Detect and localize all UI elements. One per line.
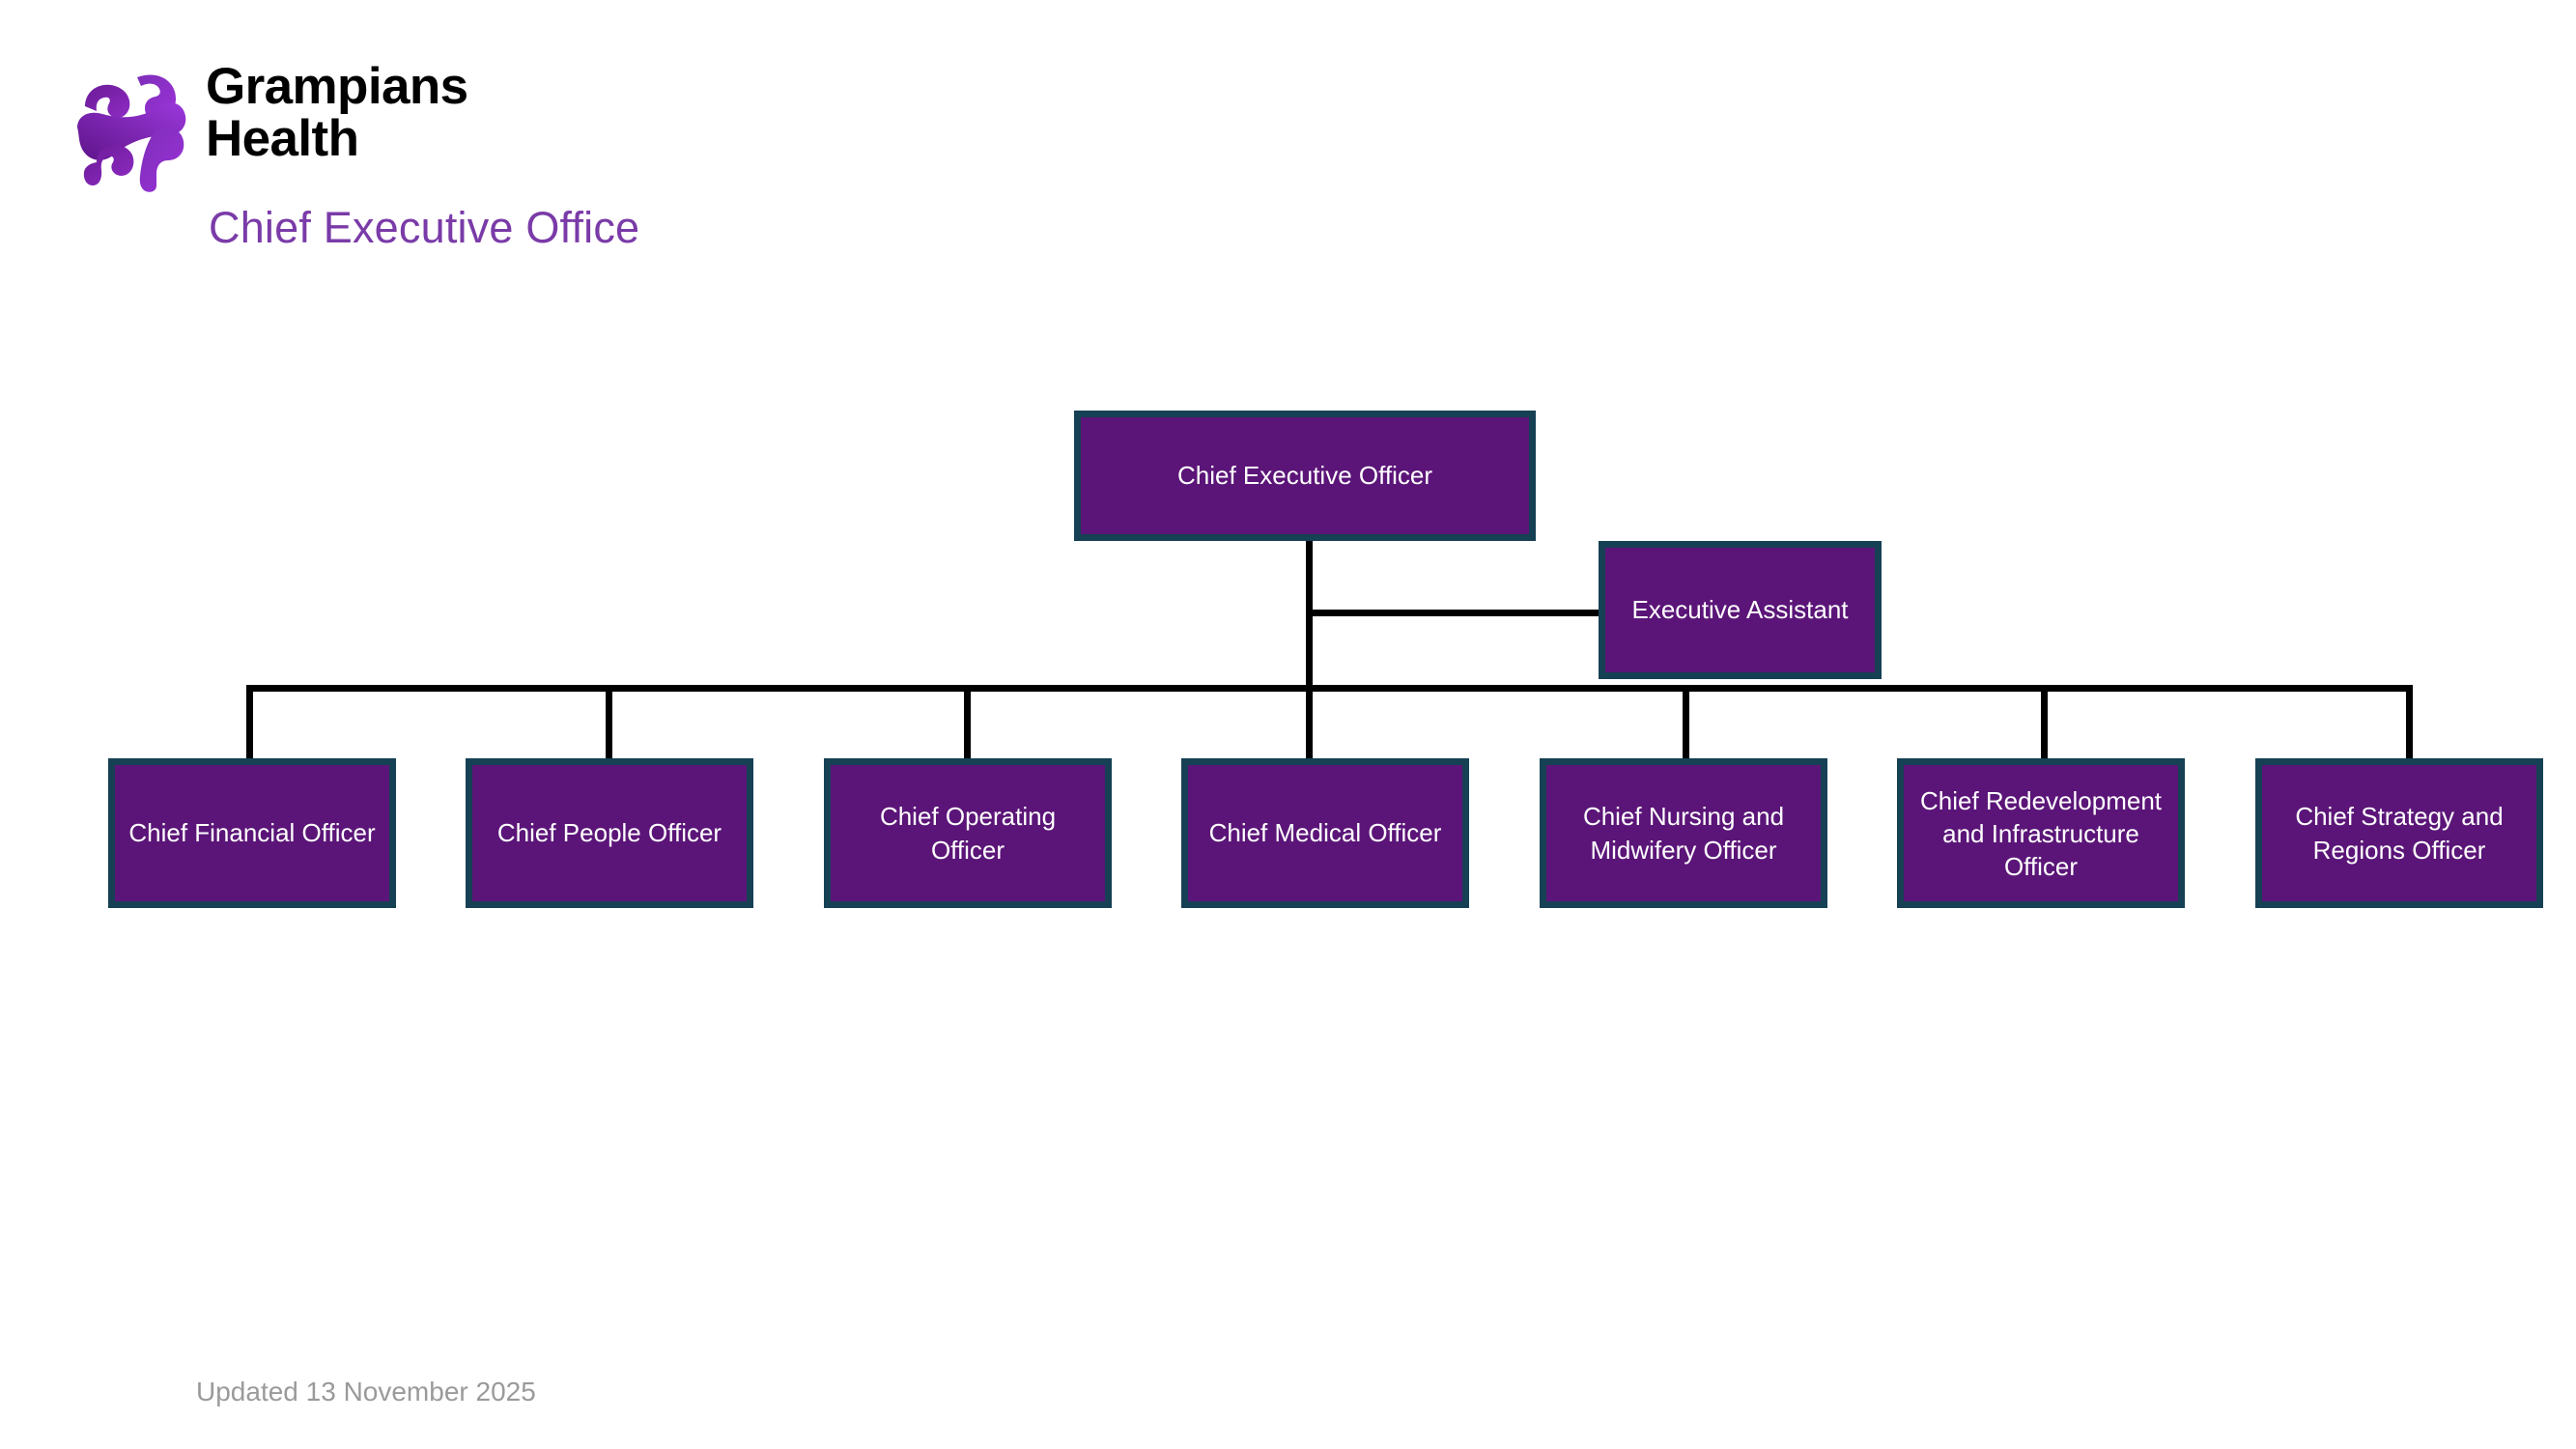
node-label: Chief Executive Officer — [1177, 461, 1432, 490]
node-label: Chief Nursing and Midwifery Officer — [1582, 801, 1785, 865]
node-label: Chief Medical Officer — [1208, 818, 1442, 847]
brand-name-line2: Health — [206, 110, 359, 167]
node-chief-operating-officer[interactable]: Chief Operating Officer — [824, 758, 1112, 908]
node-chief-executive-officer[interactable]: Chief Executive Officer — [1074, 411, 1536, 541]
connector-bus — [246, 685, 2413, 692]
node-chief-strategy-and-regions-officer[interactable]: Chief Strategy and Regions Officer — [2255, 758, 2543, 908]
node-chief-people-officer[interactable]: Chief People Officer — [466, 758, 753, 908]
connector-drop-cfo — [246, 685, 253, 770]
node-label: Chief Operating Officer — [879, 801, 1057, 865]
connector-drop-csro — [2406, 685, 2413, 770]
connector-drop-cpo — [606, 685, 612, 770]
node-executive-assistant[interactable]: Executive Assistant — [1599, 541, 1882, 679]
node-label: Chief Financial Officer — [128, 818, 376, 847]
node-label: Executive Assistant — [1631, 595, 1849, 624]
page-header: Grampians Health Chief Executive Office — [0, 0, 2576, 290]
node-chief-financial-officer[interactable]: Chief Financial Officer — [108, 758, 396, 908]
page-title: Chief Executive Office — [209, 203, 640, 252]
node-label: Chief Strategy and Regions Officer — [2295, 801, 2504, 865]
node-chief-redevelopment-and-infrastructure-officer[interactable]: Chief Redevelopment and Infrastructure O… — [1897, 758, 2185, 908]
brand-wordmark: Grampians Health — [206, 61, 708, 165]
node-label: Chief Redevelopment and Infrastructure O… — [1919, 785, 2163, 881]
node-label: Chief People Officer — [496, 818, 722, 847]
brand-name-line1: Grampians — [206, 58, 468, 115]
connector-drop-coo — [964, 685, 971, 770]
connector-ceo-to-ea — [1306, 610, 1605, 616]
connector-drop-cnmo — [1683, 685, 1689, 770]
connector-drop-crio — [2041, 685, 2048, 770]
node-chief-medical-officer[interactable]: Chief Medical Officer — [1181, 758, 1469, 908]
grampians-health-ribbon-logo-icon — [68, 66, 195, 193]
connector-drop-cmo — [1306, 685, 1313, 770]
updated-timestamp: Updated 13 November 2025 — [196, 1377, 536, 1406]
node-chief-nursing-and-midwifery-officer[interactable]: Chief Nursing and Midwifery Officer — [1540, 758, 1827, 908]
